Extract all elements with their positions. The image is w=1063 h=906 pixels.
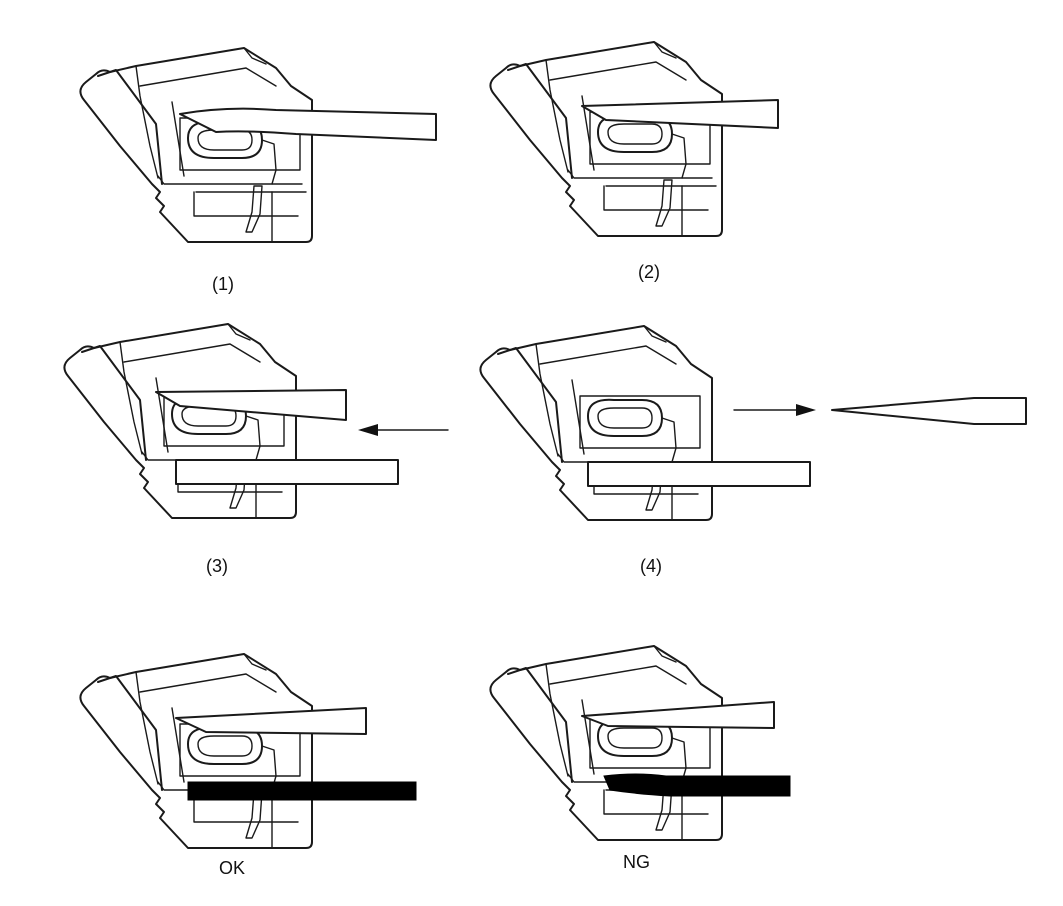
step-4-illustration [479, 325, 811, 521]
step-1-label: (1) [212, 274, 234, 294]
step-1-illustration [79, 47, 437, 243]
ng-label: NG [623, 852, 650, 872]
remove-direction-arrow [733, 404, 816, 416]
ng-illustration [489, 645, 791, 841]
insert-direction-arrow [358, 424, 449, 436]
ok-illustration [79, 653, 417, 849]
screwdriver-removed [831, 397, 1027, 425]
ok-label: OK [219, 858, 245, 878]
step-4-label: (4) [640, 556, 662, 576]
step-2-label: (2) [638, 262, 660, 282]
step-3-label: (3) [206, 556, 228, 576]
step-3-illustration [63, 323, 399, 519]
step-2-illustration [489, 41, 779, 237]
